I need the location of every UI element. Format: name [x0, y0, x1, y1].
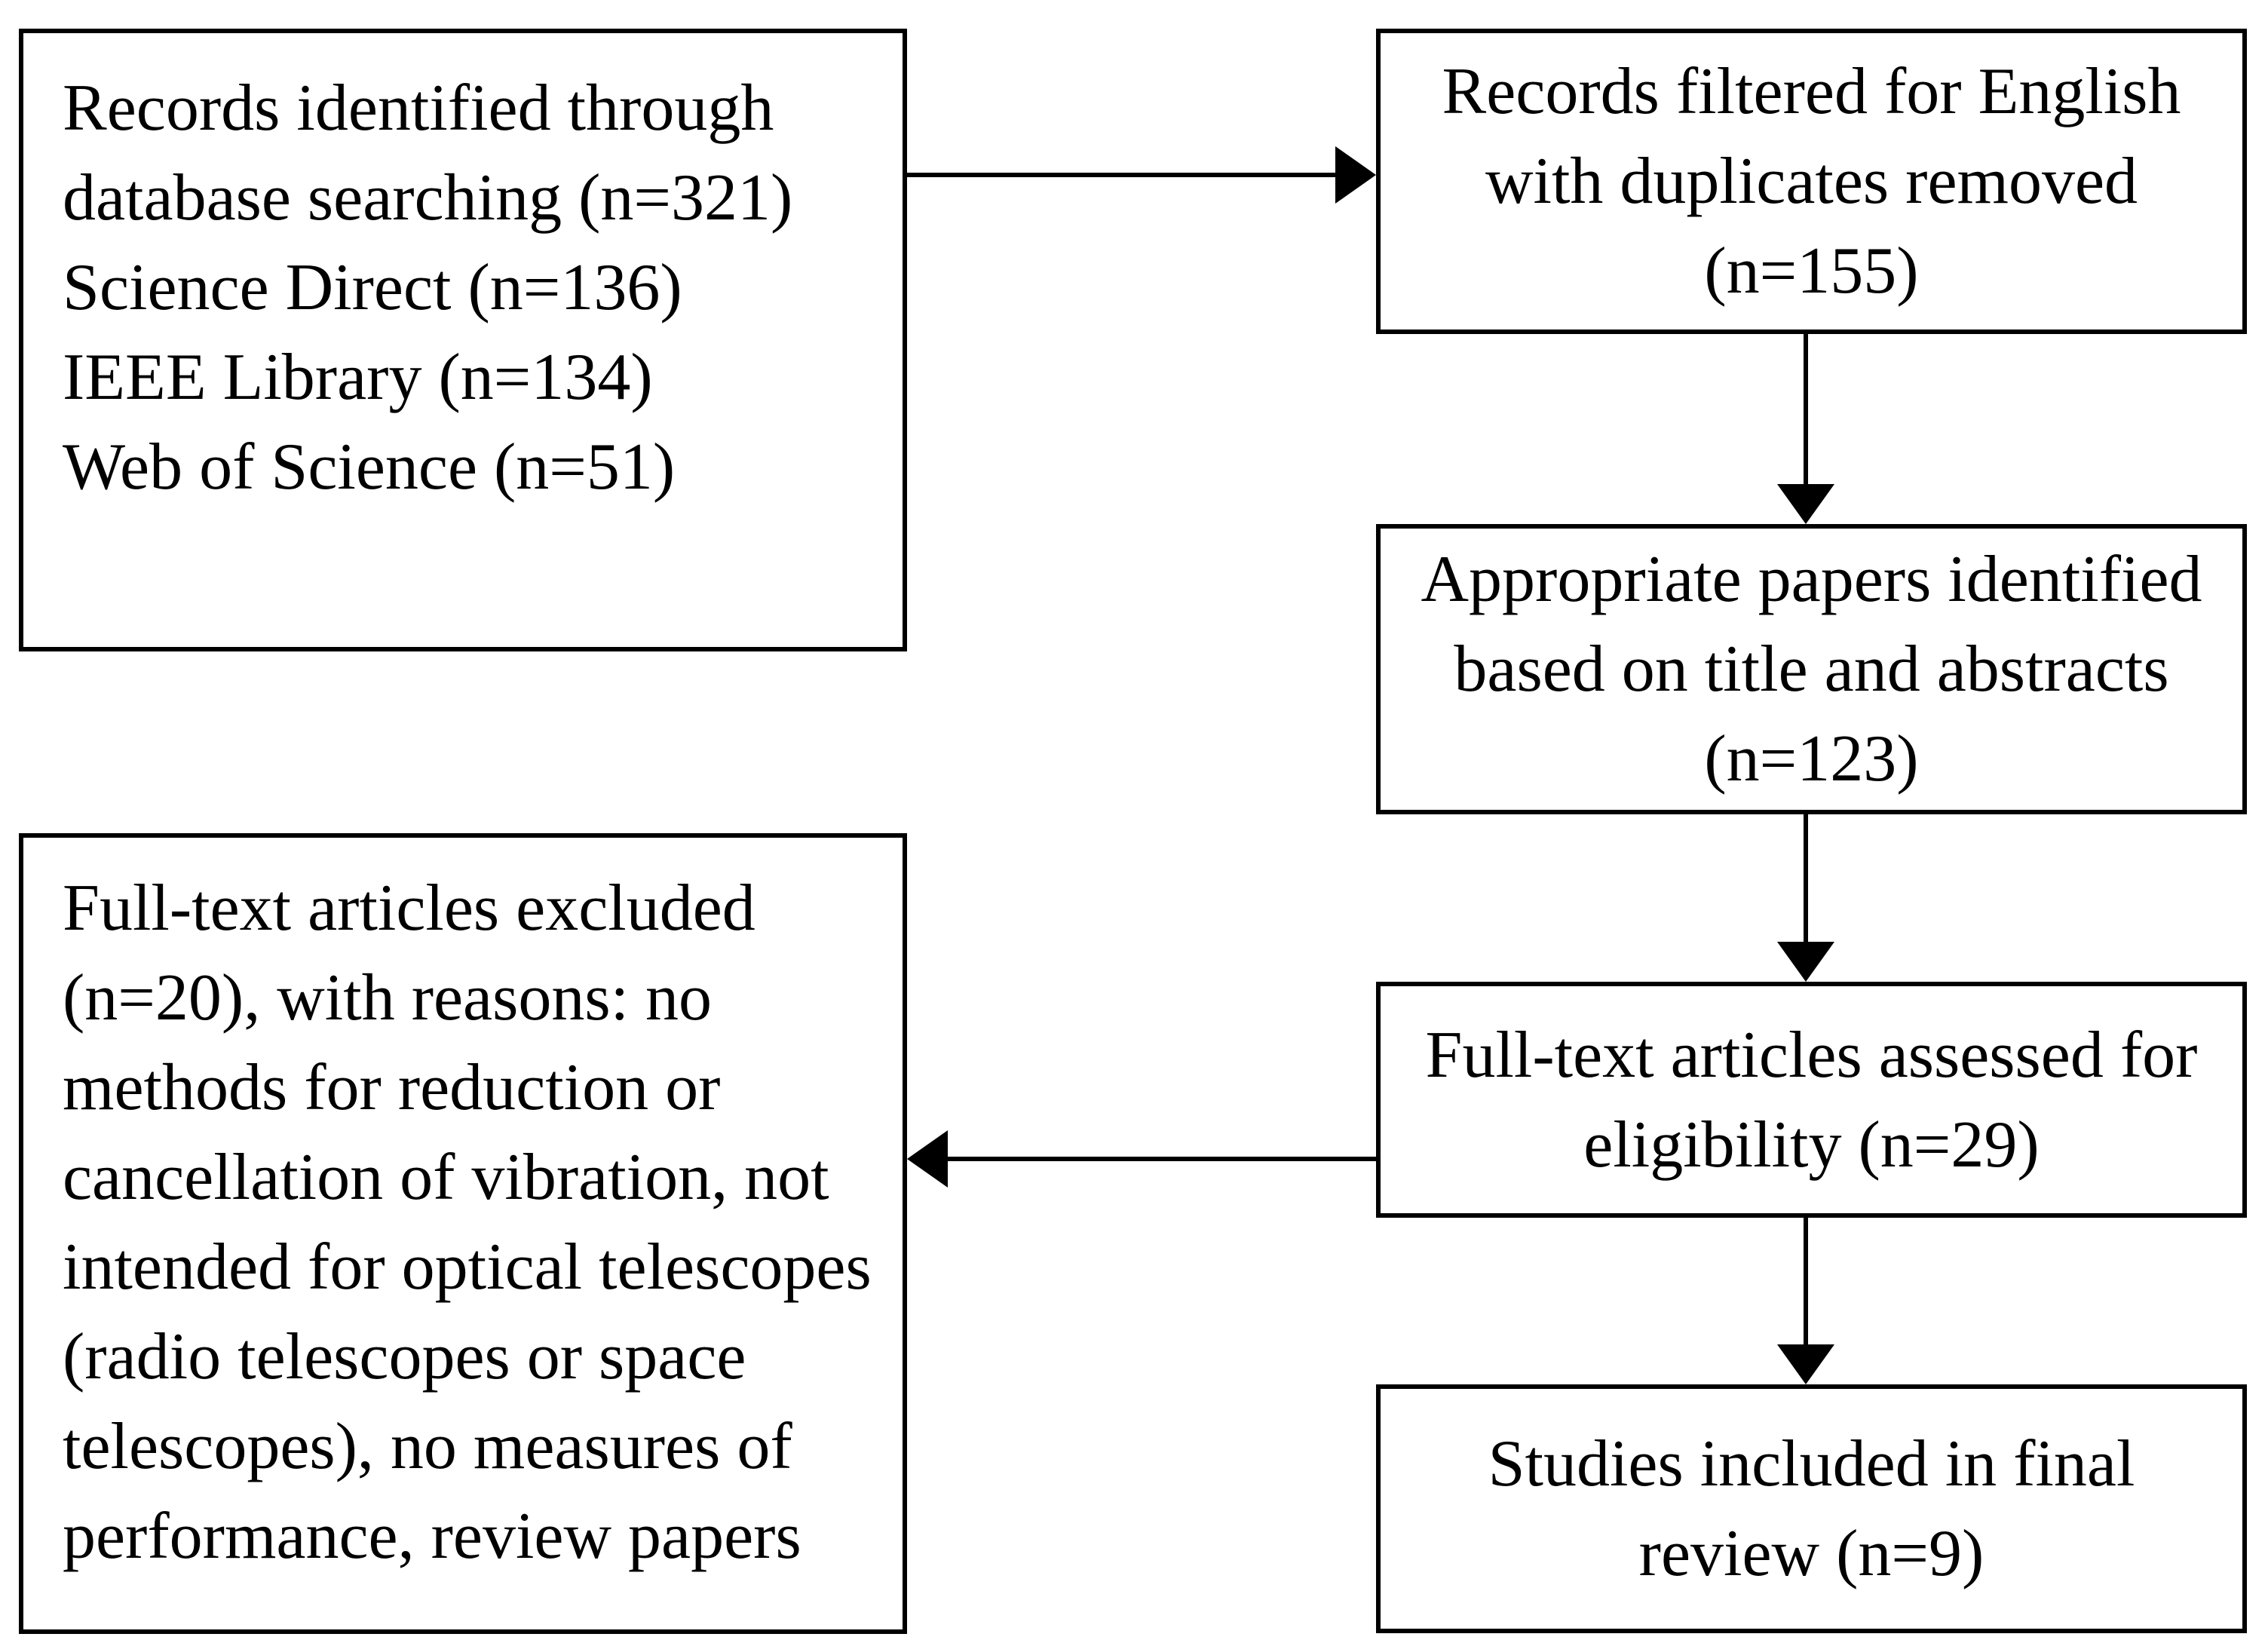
- box-line: Studies included in final: [1488, 1427, 2135, 1500]
- box-fulltext-excluded: Full-text articles excluded (n=20), with…: [19, 833, 907, 1634]
- box-line: (n=20), with reasons: no: [63, 961, 713, 1035]
- box-line: Web of Science (n=51): [63, 431, 676, 504]
- arrow-eligibility-to-included-line: [1804, 1216, 1808, 1346]
- box-records-filtered: Records filtered for English with duplic…: [1376, 29, 2247, 334]
- box-records-identified: Records identified through database sear…: [19, 29, 907, 651]
- arrow-filtering-to-screening-line: [1804, 333, 1808, 488]
- box-line: Science Direct (n=136): [63, 251, 682, 324]
- box-line: telescopes), no measures of: [63, 1410, 792, 1483]
- box-line: performance, review papers: [63, 1500, 801, 1573]
- box-line: IEEE Library (n=134): [63, 341, 653, 414]
- box-line: methods for reduction or: [63, 1051, 721, 1124]
- box-line: Full-text articles excluded: [63, 872, 755, 945]
- box-line: review (n=9): [1638, 1517, 1985, 1590]
- arrow-identification-to-filtering-line: [907, 173, 1341, 177]
- arrow-eligibility-to-excluded-head: [907, 1130, 948, 1188]
- box-appropriate-papers: Appropriate papers identified based on t…: [1376, 524, 2247, 814]
- box-line: (n=155): [1704, 234, 1919, 308]
- box-line: Full-text articles assessed for: [1425, 1018, 2198, 1092]
- box-line: Records identified through: [63, 72, 774, 145]
- box-line: based on title and abstracts: [1454, 633, 2169, 706]
- arrow-screening-to-eligibility-head: [1777, 942, 1834, 982]
- arrow-identification-to-filtering-head: [1335, 146, 1376, 204]
- box-line: Records filtered for English: [1442, 55, 2181, 128]
- box-line: cancellation of vibration, not: [63, 1141, 829, 1214]
- box-fulltext-assessed: Full-text articles assessed for eligibil…: [1376, 982, 2247, 1218]
- box-line: (radio telescopes or space: [63, 1320, 746, 1393]
- arrow-eligibility-to-excluded-line: [944, 1157, 1378, 1161]
- box-line: database searching (n=321): [63, 161, 793, 234]
- box-line: (n=123): [1704, 722, 1919, 795]
- box-line: intended for optical telescopes: [63, 1231, 872, 1304]
- box-line: eligibility (n=29): [1583, 1108, 2040, 1182]
- arrow-screening-to-eligibility-line: [1804, 813, 1808, 943]
- box-line: with duplicates removed: [1485, 145, 2138, 218]
- box-studies-included: Studies included in final review (n=9): [1376, 1384, 2247, 1633]
- arrow-eligibility-to-included-head: [1777, 1344, 1834, 1384]
- arrow-filtering-to-screening-head: [1777, 484, 1834, 524]
- box-line: Appropriate papers identified: [1421, 543, 2202, 616]
